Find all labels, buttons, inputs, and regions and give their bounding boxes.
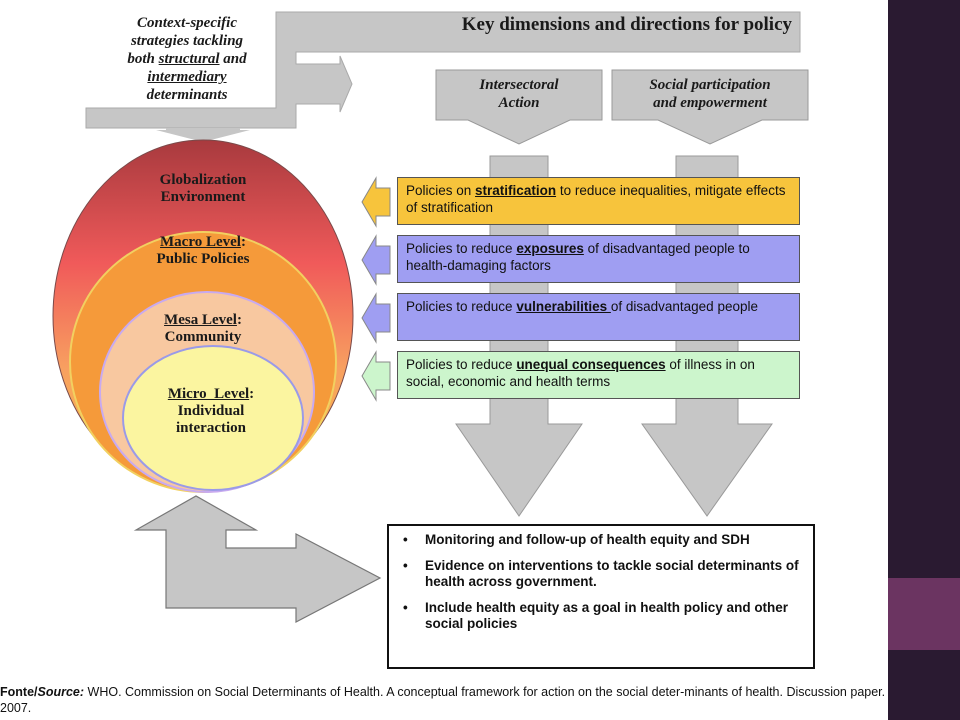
level-micro-line1: Micro Level: <box>128 386 294 403</box>
source-text: WHO. Commission on Social Determinants o… <box>0 685 886 715</box>
arrow-vulnerabilities <box>361 292 391 344</box>
context-line2: strategies tackling <box>130 33 244 49</box>
context-line4: intermediary <box>92 68 282 86</box>
outcome-item: • Evidence on interventions to tackle soc… <box>403 558 799 590</box>
context-line1: Context-specific <box>137 15 237 31</box>
level-macro-line1: Macro Level: <box>120 234 286 251</box>
level-micro-line3: interaction <box>176 420 246 436</box>
intersectoral-arrow <box>435 69 603 145</box>
level-micro-line2: Individual <box>177 403 245 419</box>
source-label-italic: Source: <box>37 685 85 699</box>
policy-consequences-pre: Policies to reduce <box>406 357 517 372</box>
policy-stratification: Policies on stratification to reduce ine… <box>397 177 800 225</box>
policy-exposures-keyword: exposures <box>516 241 584 256</box>
source-label: Fonte/ <box>0 685 38 699</box>
arrow-exposures <box>361 234 391 286</box>
outcome-text: Evidence on interventions to tackle soci… <box>425 558 799 589</box>
policy-exposures-pre: Policies to reduce <box>406 241 517 256</box>
context-intermediary: intermediary <box>147 69 227 85</box>
column-intersectoral-line1: Intersectoral <box>479 77 559 93</box>
level-macro-suffix: : <box>240 234 246 250</box>
policy-vulnerabilities: Policies to reduce vulnerabilities of di… <box>397 293 800 341</box>
policy-stratification-post: to reduce inequalities, mitigate effects… <box>406 183 786 215</box>
level-micro-keyword: Micro Level <box>167 386 250 402</box>
policy-consequences: Policies to reduce unequal consequences … <box>397 351 800 399</box>
level-globalization-line2: Environment <box>160 189 246 205</box>
source-citation: Fonte/Source: WHO. Commission on Social … <box>0 684 888 716</box>
context-banner-shape <box>85 11 801 129</box>
bullet-icon: • <box>403 600 408 615</box>
column-intersectoral-line2: Action <box>498 95 540 111</box>
context-line3-pre: both <box>127 51 159 67</box>
policy-consequences-keyword: unequal consequences <box>516 357 666 372</box>
slide: Context-specific strategies tackling bot… <box>0 11 888 716</box>
diagram-title: Key dimensions and directions for policy <box>461 14 792 35</box>
sidebar-accent-block <box>888 578 960 650</box>
context-text: Context-specific strategies tackling bot… <box>92 14 282 104</box>
level-mesa: Mesa Level: Community <box>120 312 286 346</box>
outcomes-box: • Monitoring and follow-up of health equi… <box>387 524 815 669</box>
context-down-arrow <box>156 128 250 142</box>
policy-vulnerabilities-pre: Policies to reduce <box>406 299 517 314</box>
column-participation-line2: and empowerment <box>653 95 767 111</box>
column-participation-label: Social participation and empowerment <box>612 76 808 112</box>
policy-stratification-keyword: stratification <box>475 183 557 198</box>
level-mesa-suffix: : <box>236 312 242 328</box>
outcome-item: • Include health equity as a goal in heal… <box>403 600 799 632</box>
outcome-text: Include health equity as a goal in healt… <box>425 600 789 631</box>
context-line5: determinants <box>146 87 228 103</box>
level-micro-suffix: : <box>249 386 255 402</box>
participation-arrow <box>611 69 809 145</box>
column-intersectoral-label: Intersectoral Action <box>436 76 602 112</box>
policy-consequences-post: of illness in on social, economic and he… <box>406 357 755 389</box>
outcome-item: • Monitoring and follow-up of health equi… <box>403 532 799 548</box>
policy-exposures-post: of disadvantaged people to health-damagi… <box>406 241 750 273</box>
level-globalization-line1: Globalization <box>159 172 247 188</box>
level-oval-micro <box>122 345 304 491</box>
column-participation-line1: Social participation <box>649 77 771 93</box>
level-macro-keyword: Macro Level <box>160 234 241 250</box>
arrow-consequences <box>361 350 391 402</box>
context-structural: structural <box>158 51 220 67</box>
level-micro: Micro Level: Individual interaction <box>128 386 294 437</box>
policy-vulnerabilities-keyword: vulnerabilities <box>516 299 611 314</box>
arrow-stratification <box>361 176 391 228</box>
diagram-graphics <box>52 11 809 623</box>
policy-exposures: Policies to reduce exposures of disadvan… <box>397 235 800 283</box>
level-globalization: Globalization Environment <box>120 172 286 206</box>
policy-stratification-pre: Policies on <box>406 183 476 198</box>
context-line3-post: and <box>219 51 247 67</box>
bullet-icon: • <box>403 558 408 573</box>
policy-vulnerabilities-post: of disadvantaged people <box>610 299 758 314</box>
context-line3: both structural and <box>92 50 282 68</box>
outcome-text: Monitoring and follow-up of health equit… <box>425 532 750 547</box>
level-macro: Macro Level: Public Policies <box>120 234 286 268</box>
bullet-icon: • <box>403 532 408 547</box>
level-mesa-keyword: Mesa Level <box>164 312 237 328</box>
level-mesa-line2: Community <box>164 329 242 345</box>
feedback-arrow <box>133 495 382 623</box>
level-macro-line2: Public Policies <box>156 251 250 267</box>
level-mesa-line1: Mesa Level: <box>120 312 286 329</box>
